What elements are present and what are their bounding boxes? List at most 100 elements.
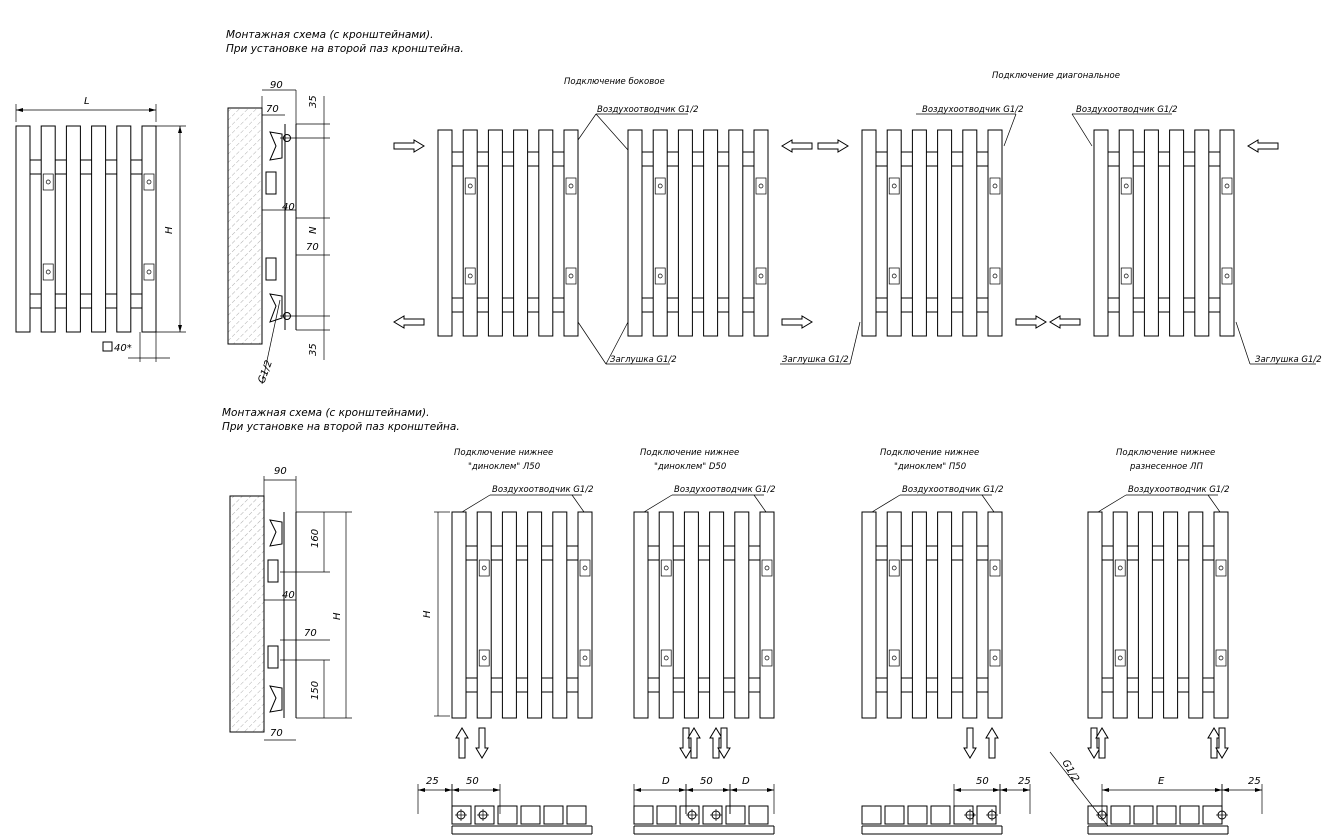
flow-arrow-bottom-2-2: [687, 727, 701, 759]
plan-view-2: [633, 805, 775, 835]
side-view-2: 90 160 40 70 H 150 70: [229, 466, 352, 741]
flow-out-arrow-1: [393, 315, 425, 329]
flow-arrow-bottom-4-3: [1207, 727, 1221, 759]
section-2-title-line-2: При установке на второй паз кронштейна.: [222, 421, 460, 433]
dim-thread-label: G1/2: [256, 359, 274, 385]
radiator-diagonal-right: [1093, 129, 1235, 337]
dim-label-bottom-2-1: D: [662, 776, 670, 787]
wall-section: [227, 107, 263, 345]
flow-out-arrow-4: [1015, 315, 1047, 329]
air-vent-label-bottom-2: Воздухоотводчик G1/2: [674, 485, 776, 495]
connection-caption-2-line-2: "диноклем" D50: [654, 462, 726, 472]
dim-bottom-label: 35: [308, 343, 319, 356]
group-side-connection: Подключение боковое Воздухоотводчик G1/2…: [437, 77, 769, 365]
flow-arrow-bottom-1-1: [455, 727, 469, 759]
caption-diagonal-connection: Подключение диагональное: [992, 71, 1120, 81]
bottom-connection-groups: Подключение нижнее "диноклем" Л50Воздухоо…: [417, 448, 1263, 835]
group-diagonal-connection: Подключение диагональное Воздухоотводчик…: [780, 71, 1322, 365]
flow-arrow-bottom-2-4: [717, 727, 731, 759]
dim-top-label: 35: [308, 95, 319, 108]
bottom-connection-group-4: Подключение нижнее разнесенное ЛП Воздухоо…: [1049, 448, 1263, 835]
radiator-bottom-1: [451, 511, 593, 719]
dim-gap-label: 40: [282, 202, 295, 213]
radiator-side-left: [437, 129, 579, 337]
dim-height-label-2: H: [332, 612, 343, 620]
connection-caption-3-line-1: Подключение нижнее: [880, 448, 979, 458]
connection-caption-2-line-1: Подключение нижнее: [640, 448, 739, 458]
connection-caption-3-line-2: "диноклем" П50: [894, 462, 966, 472]
dim-label-bottom-2-2: 50: [700, 776, 713, 787]
dim-label-bottom-3-1: 50: [976, 776, 989, 787]
air-vent-label-diagonal-2: Воздухоотводчик G1/2: [1076, 105, 1178, 115]
section-1-title-line-1: Монтажная схема (с кронштейнами).: [226, 29, 433, 41]
flow-arrow-bottom-4-1: [1087, 727, 1101, 759]
connection-caption-4-line-2: разнесенное ЛП: [1129, 462, 1203, 472]
connection-caption-1-line-1: Подключение нижнее: [454, 448, 553, 458]
flow-arrow-bottom-4-2: [1095, 727, 1109, 759]
dim-profile-label: 40*: [114, 343, 132, 354]
flow-arrow-bottom-1-2: [475, 727, 489, 759]
dim-label-bottom-4-1: E: [1158, 776, 1165, 787]
bracket-plate-top: [265, 171, 277, 195]
plug-label-diagonal-1: Заглушка G1/2: [782, 355, 849, 365]
plan-view-3: [861, 805, 1003, 835]
caption-side-connection: Подключение боковое: [564, 77, 665, 87]
bracket-top: [269, 131, 283, 161]
flow-arrow-bottom-2-1: [679, 727, 693, 759]
flow-out-arrow-3: [781, 315, 813, 329]
dim-offset-label: 70: [266, 104, 279, 115]
section-2-title-line-1: Монтажная схема (с кронштейнами).: [222, 407, 429, 419]
bracket-plate-bottom: [265, 257, 277, 281]
dim-axis-label: N: [308, 226, 319, 234]
radiator-side-right: [627, 129, 769, 337]
dim-depth-label: 90: [270, 80, 283, 91]
connection-caption-4-line-1: Подключение нижнее: [1116, 448, 1215, 458]
flow-in-arrow-2: [817, 139, 849, 153]
air-vent-label-bottom-3: Воздухоотводчик G1/2: [902, 485, 1004, 495]
plan-view-4: [1087, 805, 1229, 835]
air-vent-label-bottom-4: Воздухоотводчик G1/2: [1128, 485, 1230, 495]
flow-arrows-section-1: [393, 139, 1279, 329]
front-view-radiator: [15, 104, 186, 362]
air-vent-label-bottom-1: Воздухоотводчик G1/2: [492, 485, 594, 495]
radiator-bottom-3: [861, 511, 1003, 719]
bottom-connection-group-3: Подключение нижнее "диноклем" П50Воздухоо…: [861, 448, 1031, 835]
dim-mid-label: 70: [306, 242, 319, 253]
plug-label-side: Заглушка G1/2: [610, 355, 677, 365]
side-view-1: 90 70 35 40 N 70 35 G1/2: [227, 80, 330, 385]
radiator-diagonal-left: [861, 129, 1003, 337]
flow-in-arrow-4: [1049, 315, 1081, 329]
bracket-bottom-2: [269, 685, 283, 713]
air-vent-label-diagonal-1: Воздухоотводчик G1/2: [922, 105, 1024, 115]
dim-gap-label-2: 40: [282, 590, 295, 601]
section-2: Монтажная схема (с кронштейнами). При ус…: [222, 407, 1263, 835]
bottom-connection-group-2: Подключение нижнее "диноклем" D50Воздухоо…: [633, 448, 776, 835]
dim-height-label: H: [164, 226, 175, 234]
dim-label-bottom-4-2: 25: [1248, 776, 1261, 787]
flow-arrow-bottom-3-2: [985, 727, 999, 759]
wall-section-2: [229, 495, 265, 733]
connection-caption-1-line-2: "диноклем" Л50: [468, 462, 540, 472]
profile-square-icon: [102, 341, 113, 352]
air-vent-label-side: Воздухоотводчик G1/2: [597, 105, 699, 115]
bracket-plate-top-2: [267, 559, 279, 583]
dim-label-bottom-3-2: 25: [1018, 776, 1031, 787]
bottom-connection-group-1: Подключение нижнее "диноклем" Л50Воздухоо…: [417, 448, 594, 835]
bracket-top-2: [269, 519, 283, 547]
radiator-bottom-2: [633, 511, 775, 719]
dim-width-label: L: [84, 96, 90, 107]
dim-label-bottom-2-3: D: [742, 776, 750, 787]
radiator-bottom-4: [1087, 511, 1229, 719]
dim-depth-label-2: 90: [274, 466, 287, 477]
dim-top-label-2: 160: [310, 529, 321, 548]
front-height-label: H: [422, 610, 433, 618]
flow-in-arrow-5: [1247, 139, 1279, 153]
flow-out-arrow-2: [781, 139, 813, 153]
dim-label-bottom-1-2: 50: [466, 776, 479, 787]
flow-in-arrow-1: [393, 139, 425, 153]
flow-arrow-bottom-4-4: [1215, 727, 1229, 759]
bracket-plate-bottom-2: [267, 645, 279, 669]
plan-view-1: [451, 805, 593, 835]
dim-bottom-label-2: 150: [310, 681, 321, 700]
